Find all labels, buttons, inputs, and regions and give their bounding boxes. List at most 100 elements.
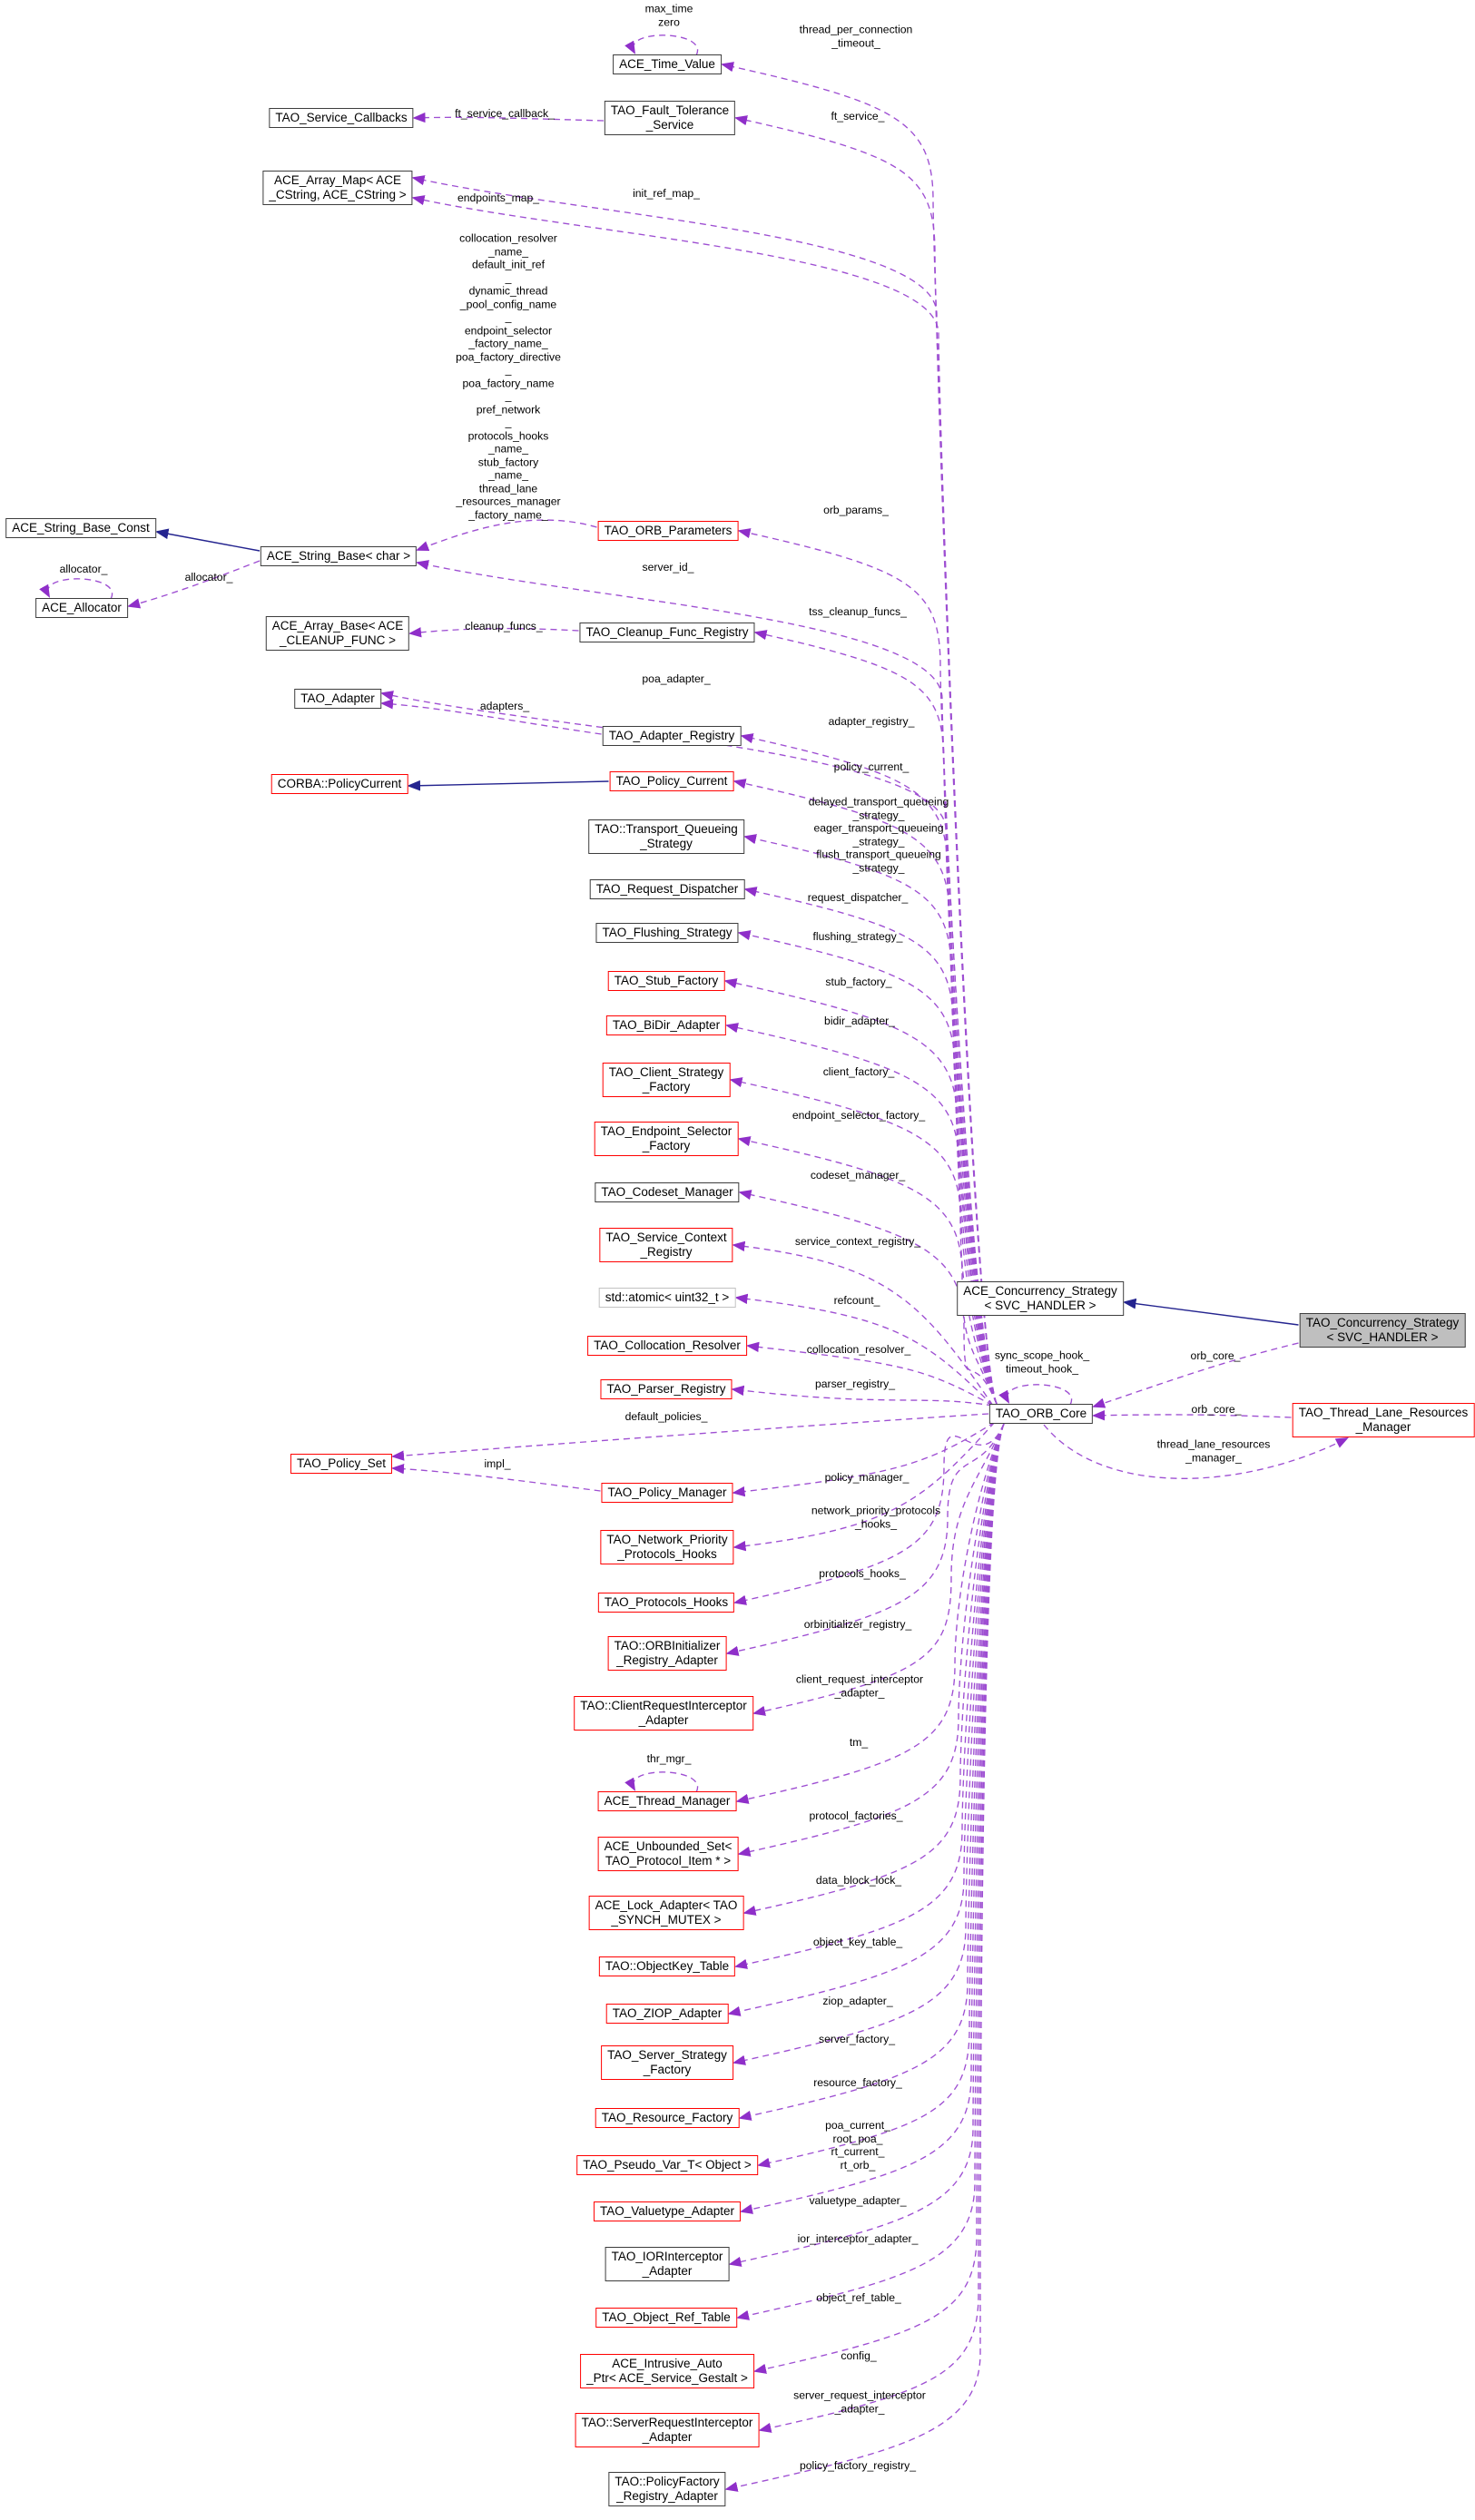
edge-e45-line — [732, 1423, 1005, 2065]
node-ace-concurrency[interactable]: ACE_Concurrency_Strategy < SVC_HANDLER > — [957, 1281, 1124, 1316]
node-resource-factory[interactable]: TAO_Resource_Factory — [595, 2108, 740, 2128]
edge-e50-line — [735, 1423, 1005, 2320]
edge-e8-line — [737, 528, 998, 1405]
node-ace-time-value[interactable]: ACE_Time_Value — [613, 54, 722, 74]
node-thread-lane-manager[interactable]: TAO_Thread_Lane_Resources _Manager — [1292, 1403, 1475, 1437]
node-network-priority[interactable]: TAO_Network_Priority _Protocols_Hooks — [600, 1530, 734, 1564]
edge-e57-line — [1091, 1410, 1292, 1421]
edge-e5-line — [411, 175, 998, 1405]
edge-e27-line — [738, 1190, 998, 1405]
edge-e16-line — [379, 699, 602, 735]
edge-e32-line — [390, 1413, 989, 1461]
edge-e24-line — [724, 1023, 998, 1405]
node-object-ref-table[interactable]: TAO_Object_Ref_Table — [595, 2308, 737, 2328]
edge-e42-line — [742, 1423, 1005, 1916]
node-corba-policycurrent[interactable]: CORBA::PolicyCurrent — [270, 774, 408, 794]
edge-e31-line — [731, 1385, 994, 1407]
edge-e13-line — [753, 630, 998, 1405]
edge-e18-line — [407, 780, 609, 791]
edge-e55-line — [1122, 1298, 1299, 1326]
node-request-dispatcher[interactable]: TAO_Request_Dispatcher — [589, 879, 745, 899]
edge-e44-line — [727, 1423, 1005, 2016]
edge-e36-line — [733, 1423, 1005, 1605]
edge-e7-line — [416, 519, 597, 551]
node-ace-array-base[interactable]: ACE_Array_Base< ACE _CLEANUP_FUNC > — [265, 616, 410, 651]
edge-e10-line — [154, 528, 261, 552]
edge-e39-line — [735, 1423, 1005, 1804]
node-tao-adapter-registry[interactable]: TAO_Adapter_Registry — [602, 726, 742, 746]
node-tao-orb-parameters[interactable]: TAO_ORB_Parameters — [597, 521, 739, 541]
edge-e29-line — [734, 1293, 994, 1407]
node-endpoint-selector-factory[interactable]: TAO_Endpoint_Selector _Factory — [594, 1122, 739, 1156]
node-ace-lock-adapter[interactable]: ACE_Lock_Adapter< TAO _SYNCH_MUTEX > — [588, 1896, 744, 1930]
node-std-atomic[interactable]: std::atomic< uint32_t > — [598, 1288, 736, 1308]
edge-e20-line — [742, 834, 998, 1405]
edge-e1-line — [624, 34, 699, 56]
edge-e14-line — [408, 627, 579, 638]
node-protocols-hooks[interactable]: TAO_Protocols_Hooks — [597, 1593, 735, 1613]
node-tao-policy-manager[interactable]: TAO_Policy_Manager — [601, 1483, 733, 1503]
node-ace-array-map[interactable]: ACE_Array_Map< ACE _CString, ACE_CString… — [262, 171, 413, 205]
node-bidir-adapter[interactable]: TAO_BiDir_Adapter — [605, 1015, 727, 1035]
edge-e2-line — [720, 62, 998, 1405]
node-intrusive-auto-ptr[interactable]: ACE_Intrusive_Auto _Ptr< ACE_Service_Ges… — [580, 2354, 754, 2388]
edge-e15-line — [379, 691, 998, 1405]
node-ziop-adapter[interactable]: TAO_ZIOP_Adapter — [605, 2004, 729, 2024]
node-ace-string-base-char[interactable]: ACE_String_Base< char > — [260, 546, 418, 566]
node-objectkey-table[interactable]: TAO::ObjectKey_Table — [598, 1956, 736, 1976]
edge-e11-line — [39, 578, 113, 600]
edge-e25-line — [729, 1077, 998, 1405]
node-tao-policy-set[interactable]: TAO_Policy_Set — [290, 1454, 393, 1474]
node-tao-adapter[interactable]: TAO_Adapter — [294, 689, 381, 709]
node-stub-factory[interactable]: TAO_Stub_Factory — [607, 971, 725, 991]
node-tao-cleanup-func-registry[interactable]: TAO_Cleanup_Func_Registry — [579, 623, 755, 642]
node-flushing-strategy[interactable]: TAO_Flushing_Strategy — [595, 923, 739, 943]
node-transport-queueing[interactable]: TAO::Transport_Queueing _Strategy — [588, 819, 744, 854]
node-orb-core[interactable]: TAO_ORB_Core — [988, 1404, 1094, 1424]
edge-e3-line — [412, 112, 605, 123]
edge-e4-line — [733, 115, 998, 1405]
node-ace-thread-manager[interactable]: ACE_Thread_Manager — [597, 1791, 737, 1811]
node-tao-service-callbacks[interactable]: TAO_Service_Callbacks — [269, 108, 414, 128]
node-service-context-registry[interactable]: TAO_Service_Context _Registry — [599, 1228, 733, 1262]
edge-e34-line — [732, 1421, 996, 1497]
edge-e52-line — [758, 1423, 1005, 2433]
edge-e37-line — [725, 1423, 1005, 1656]
node-ace-unbounded-set[interactable]: ACE_Unbounded_Set< TAO_Protocol_Item * > — [597, 1837, 739, 1871]
edge-e48-line — [739, 1423, 1005, 2214]
node-client-request-interceptor[interactable]: TAO::ClientRequestInterceptor _Adapter — [574, 1696, 753, 1731]
edge-e46-line — [738, 1423, 1005, 2121]
edge-e49-line — [728, 1423, 1005, 2267]
node-orbinitializer[interactable]: TAO::ORBInitializer _Registry_Adapter — [607, 1636, 727, 1671]
edge-e23-line — [723, 978, 998, 1405]
node-tao-concurrency[interactable]: TAO_Concurrency_Strategy < SVC_HANDLER > — [1299, 1313, 1466, 1348]
edge-e53-line — [724, 1423, 1005, 2492]
edge-e54-line — [998, 1384, 1073, 1406]
node-valuetype-adapter[interactable]: TAO_Valuetype_Adapter — [593, 2201, 742, 2221]
node-parser-registry[interactable]: TAO_Parser_Registry — [600, 1379, 733, 1399]
edge-e6-line — [411, 195, 998, 1405]
node-client-strategy-factory[interactable]: TAO_Client_Strategy _Factory — [602, 1063, 731, 1097]
node-ace-string-base-const[interactable]: ACE_String_Base_Const — [5, 518, 156, 538]
edge-e26-line — [737, 1136, 998, 1405]
edge-e35-line — [733, 1421, 996, 1552]
node-ace-allocator[interactable]: ACE_Allocator — [35, 598, 128, 618]
edge-e43-line — [733, 1423, 1005, 1969]
node-server-strategy-factory[interactable]: TAO_Server_Strategy _Factory — [601, 2045, 733, 2080]
node-server-request-interceptor[interactable]: TAO::ServerRequestInterceptor _Adapter — [575, 2413, 760, 2447]
edge-e51-line — [752, 1423, 1005, 2374]
node-codeset-manager[interactable]: TAO_Codeset_Manager — [595, 1182, 740, 1202]
edge-e56-line — [1091, 1342, 1299, 1408]
node-tao-fault-tolerance[interactable]: TAO_Fault_Tolerance _Service — [604, 101, 736, 135]
node-collocation-resolver[interactable]: TAO_Collocation_Resolver — [587, 1336, 747, 1356]
edge-e41-line — [737, 1423, 1005, 1857]
node-policyfactory-registry[interactable]: TAO::PolicyFactory _Registry_Adapter — [608, 2472, 726, 2506]
node-tao-policy-current[interactable]: TAO_Policy_Current — [609, 771, 734, 791]
edge-e30-line — [745, 1341, 994, 1407]
edge-e12-line — [126, 560, 261, 609]
node-pseudo-var[interactable]: TAO_Pseudo_Var_T< Object > — [576, 2155, 758, 2175]
edge-e38-line — [752, 1423, 1005, 1716]
edge-e28-line — [732, 1240, 994, 1407]
node-iorinterceptor[interactable]: TAO_IORInterceptor _Adapter — [605, 2247, 730, 2281]
